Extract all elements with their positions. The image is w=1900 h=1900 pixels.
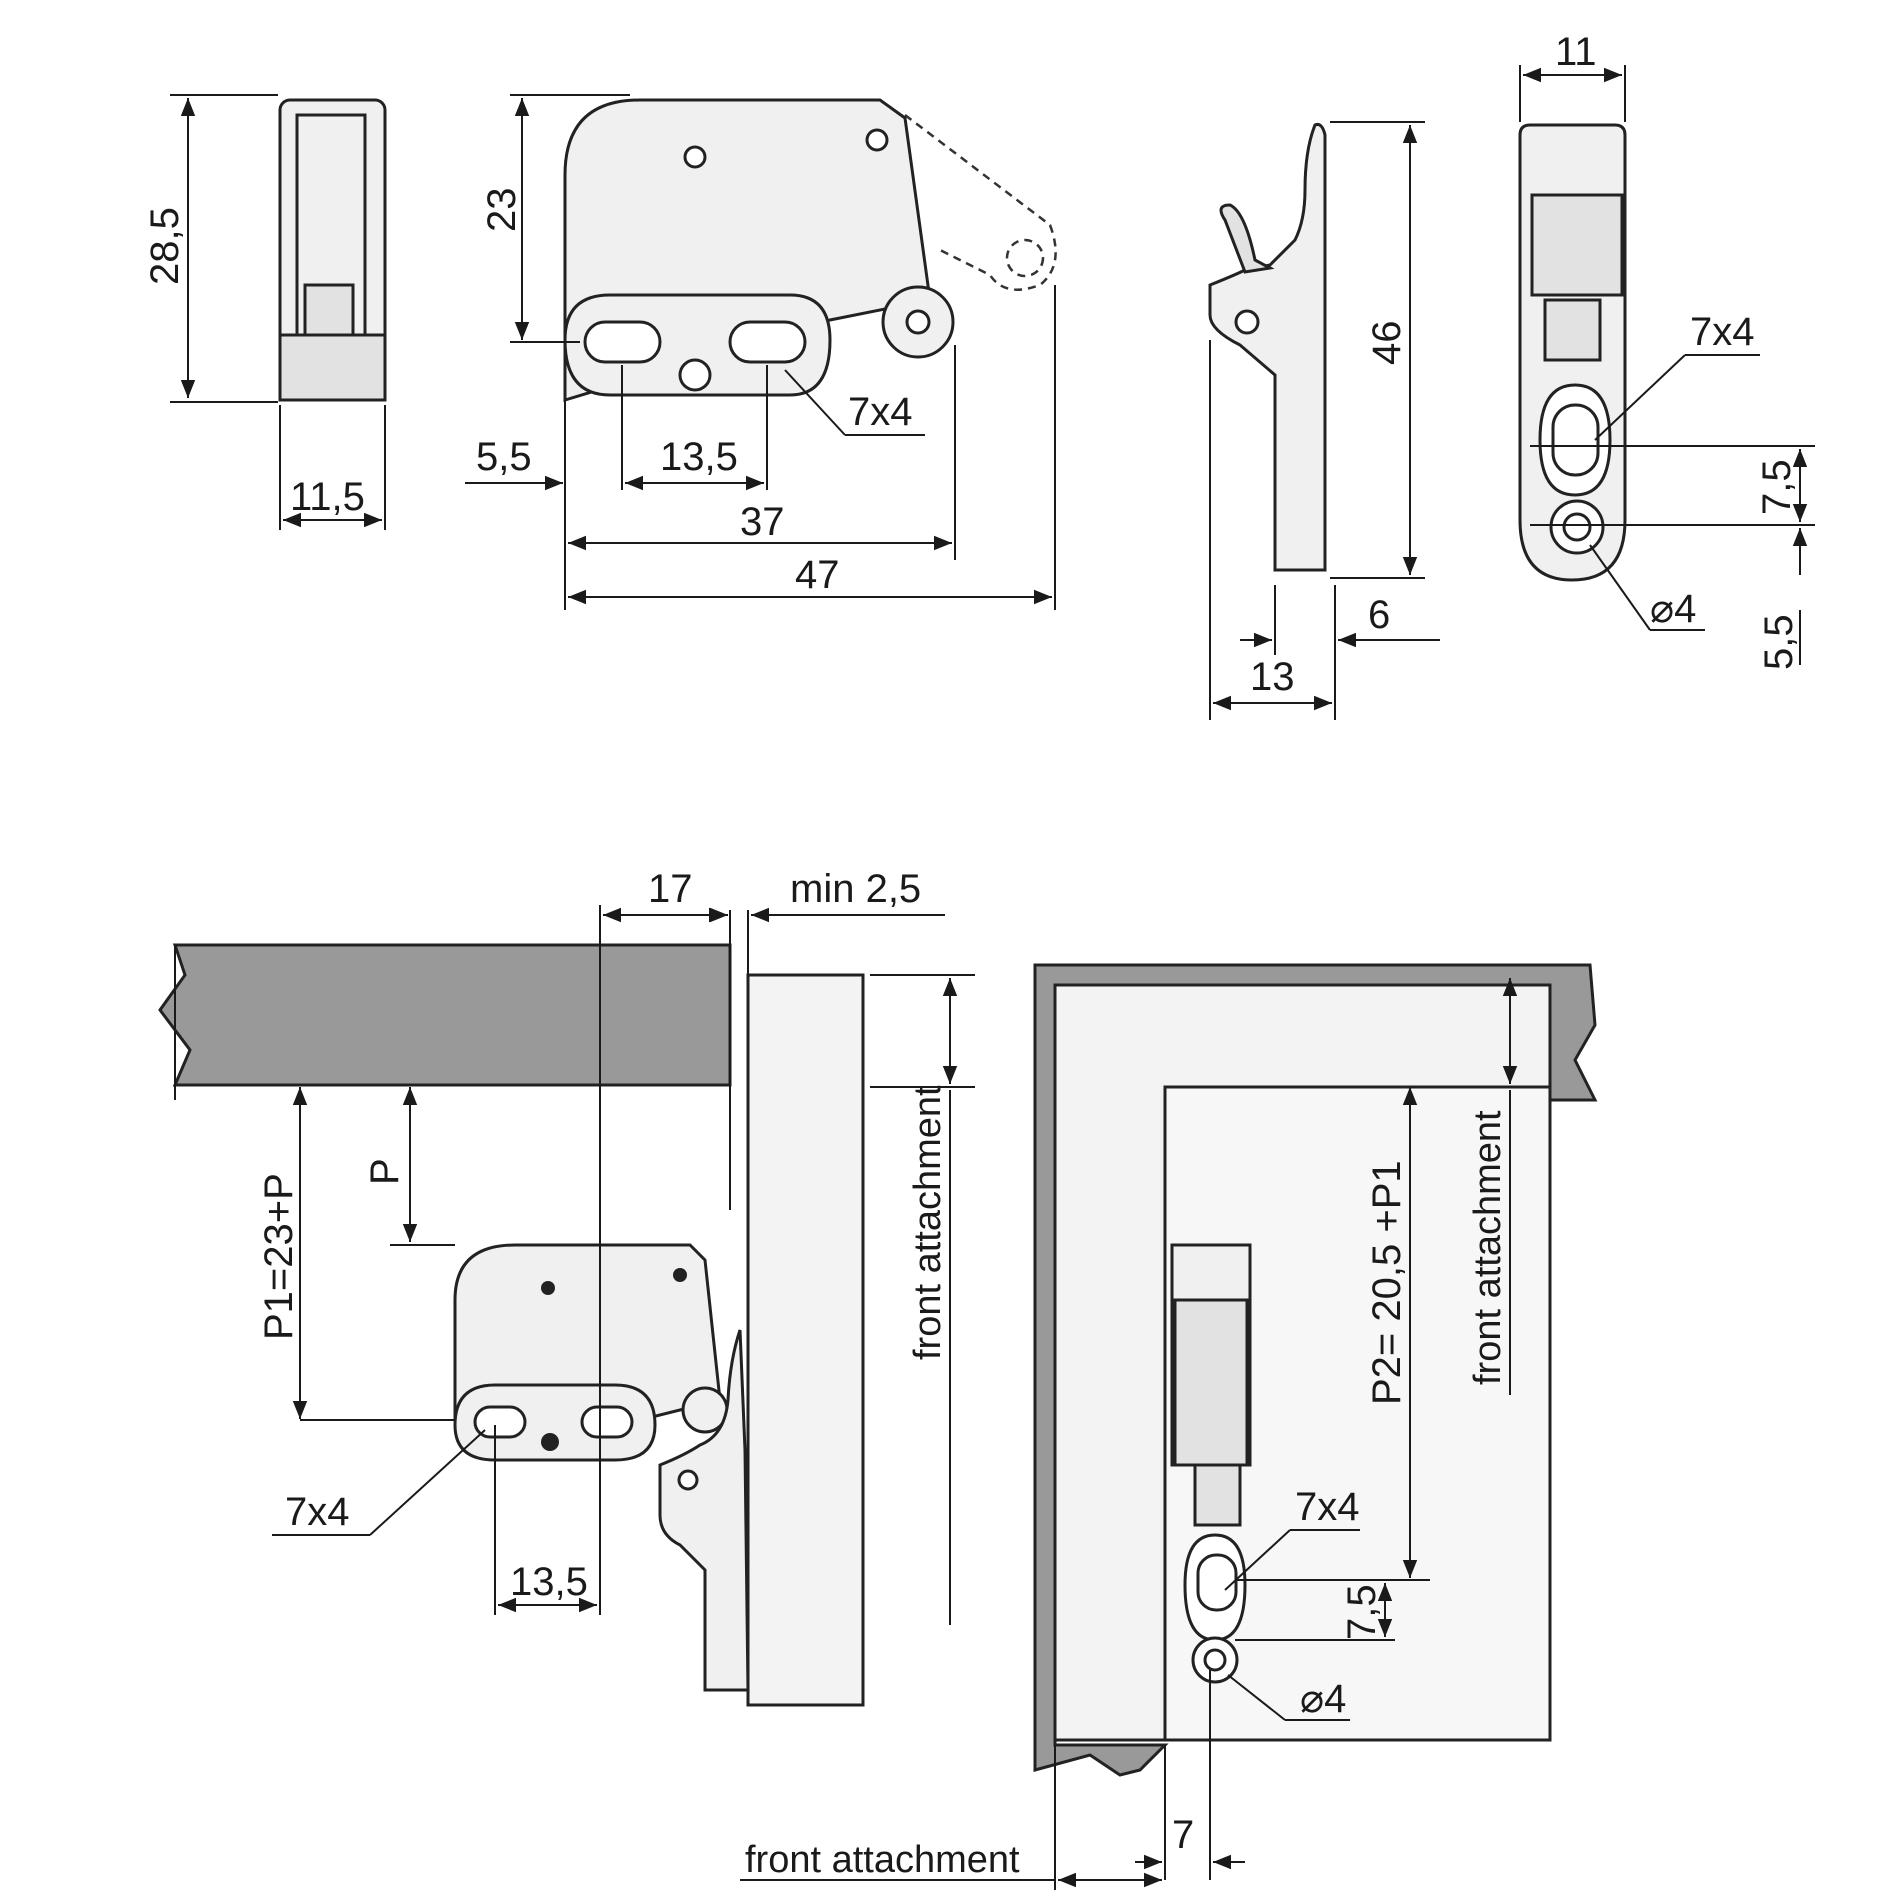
dim-top-slot: 7x4 [1690, 310, 1755, 354]
label-p: P [363, 1158, 407, 1185]
dim-top-spacing: 7,5 [1755, 459, 1799, 515]
dim-front-height: 23 [480, 188, 524, 233]
dim-catch-depth-13: 13 [1250, 655, 1295, 699]
catch-view: 46 6 13 [1208, 121, 1440, 720]
dim-left-spacing: 13,5 [510, 1560, 588, 1604]
dim-catch-depth-6: 6 [1368, 593, 1390, 637]
side-view: 28,5 11,5 [143, 94, 387, 530]
dim-top-width: 11 [1555, 30, 1597, 74]
dim-front-left: 5,5 [476, 435, 532, 479]
dim-top-hole: ⌀4 [1650, 587, 1696, 631]
dim-top-edge: 5,5 [1757, 614, 1801, 670]
dim-front-width-37: 37 [740, 500, 785, 544]
top-view: 11 7x4 7,5 5,5 ⌀4 [1518, 30, 1815, 670]
front-view: 23 5,5 13,5 7x4 37 47 [465, 94, 1057, 610]
dim-catch-height: 46 [1365, 321, 1409, 366]
install-right: P2= 20,5 +P1 7,5 7x4 ⌀4 7 front attachme… [740, 963, 1598, 1890]
dim-front-width-47: 47 [795, 553, 840, 597]
dim-front-spacing: 13,5 [660, 435, 738, 479]
dim-right-offset-7: 7 [1172, 1813, 1194, 1857]
label-left-slot: 7x4 [285, 1490, 350, 1534]
label-front-attachment-bottom: front attachment [745, 1839, 1020, 1881]
label-right-hole: ⌀4 [1300, 1677, 1346, 1721]
dim-side-height: 28,5 [143, 207, 187, 285]
dim-right-spacing: 7,5 [1340, 1584, 1384, 1640]
dim-gap-min: min 2,5 [790, 867, 921, 911]
label-p2: P2= 20,5 +P1 [1365, 1160, 1409, 1405]
label-p1: P1=23+P [257, 1173, 301, 1340]
dim-side-width: 11,5 [290, 475, 365, 519]
label-right-slot: 7x4 [1295, 1485, 1360, 1529]
install-left: P1=23+P P 17 min 2,5 13,5 7x4 front atta… [158, 867, 975, 1707]
dim-front-slot: 7x4 [848, 390, 913, 434]
label-front-attachment-vertical: front attachment [1467, 1110, 1509, 1385]
label-front-attachment-left: front attachment [907, 1085, 949, 1360]
dim-gap-17: 17 [648, 867, 693, 911]
